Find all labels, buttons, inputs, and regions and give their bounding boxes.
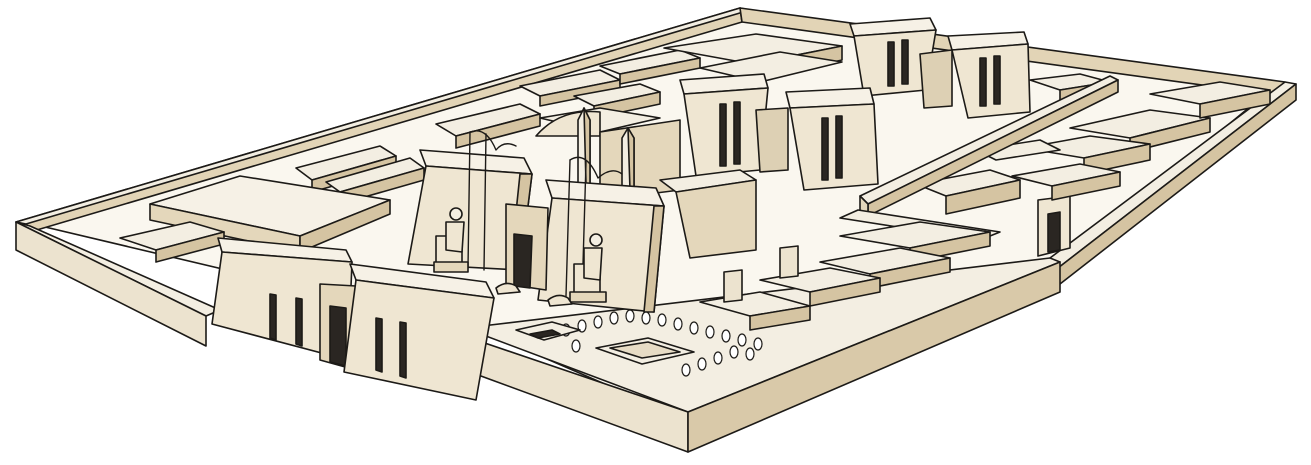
colossal-statue-left: [433, 207, 469, 273]
pylon-middle-right: [785, 87, 879, 191]
pylon-back-right: [947, 31, 1031, 119]
sacred-lake: [595, 337, 695, 365]
entrance-pylon-left: [211, 237, 353, 361]
hypostyle-hall: [535, 107, 757, 259]
great-platform: [119, 175, 391, 263]
pylon-front-gate: [505, 203, 549, 291]
side-gate: [1037, 195, 1071, 257]
front-court-block: [515, 321, 581, 341]
middle-court-blocks: [699, 221, 991, 331]
entrance-pylon-right: [343, 263, 495, 401]
pylon-back-gate: [919, 49, 953, 109]
pylon-middle-gate: [755, 107, 789, 173]
pylon-middle-left: [679, 73, 769, 177]
pylon-back-left: [849, 17, 937, 97]
sphinxes: [495, 282, 573, 307]
flagstaffs-left: [467, 130, 517, 271]
obelisk-right: [621, 127, 635, 191]
obelisk-left: [577, 107, 591, 185]
colossal-statue-right: [569, 233, 607, 303]
storehouse-blocks-back: [295, 33, 843, 205]
storehouse-blocks-right: [915, 73, 1271, 215]
enclosure-wall-front: [469, 257, 1061, 453]
